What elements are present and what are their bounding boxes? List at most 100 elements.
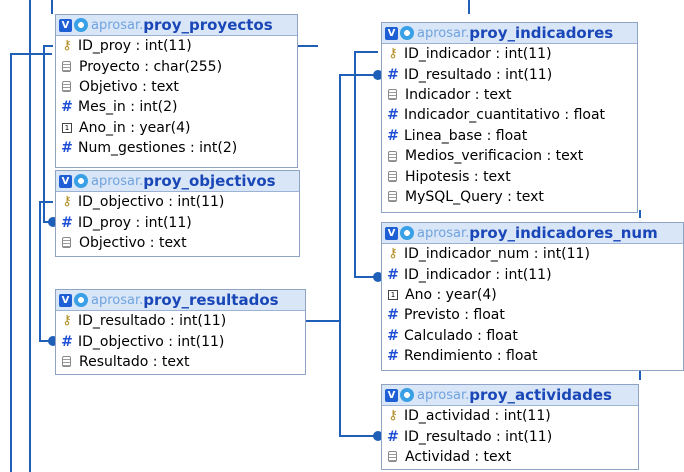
field-label: Calculado : float (404, 327, 518, 344)
table-header[interactable]: V aprosar.proy_resultados (56, 290, 305, 311)
field-label: Indicador_cuantitativo : float (404, 107, 606, 124)
field-label: ID_actividad : int(11) (404, 408, 551, 425)
relation-line (43, 45, 53, 223)
field-row[interactable]: Actividad : text (382, 447, 638, 467)
field-row[interactable]: Indicador : text (382, 85, 637, 105)
table-proy-indicadores-num[interactable]: V aprosar.proy_indicadores_num ⚷ID_indic… (381, 222, 684, 371)
table-name: proy_indicadores (469, 24, 614, 42)
field-label: Objectivo : text (79, 234, 187, 251)
key-icon: ⚷ (388, 408, 398, 424)
field-label: ID_indicador : int(11) (404, 266, 552, 283)
relation-line (306, 74, 378, 322)
field-row[interactable]: ⚷ID_indicador : int(11) (382, 44, 637, 64)
relation-line (39, 201, 53, 342)
field-row[interactable]: #Mes_in : int(2) (56, 97, 297, 117)
view-badge-icon: V (59, 293, 72, 307)
field-row[interactable]: MySQL_Query : text (382, 187, 637, 207)
relation-line (339, 321, 378, 437)
numeric-field-icon: # (387, 327, 399, 344)
numeric-field-icon: # (387, 107, 399, 124)
table-header[interactable]: V aprosar.proy_indicadores (382, 23, 637, 44)
field-row[interactable]: # Calculado : float (382, 326, 683, 346)
field-label: ID_objectivo : int(11) (78, 194, 225, 211)
view-badge-icon: V (59, 174, 72, 188)
database-prefix: aprosar. (417, 225, 470, 241)
table-header[interactable]: V aprosar.proy_actividades (382, 385, 638, 406)
field-row[interactable]: # Indicador_cuantitativo : float (382, 105, 637, 125)
field-list: ⚷ID_objectivo : int(11)#ID_proy : int(11… (56, 192, 299, 253)
numeric-field-icon: # (387, 266, 399, 283)
key-icon: ⚷ (388, 46, 398, 62)
table-name: proy_actividades (469, 386, 612, 404)
database-prefix: aprosar. (91, 292, 144, 308)
field-label: Hipotesis : text (405, 168, 511, 185)
table-header[interactable]: V aprosar.proy_objectivos (56, 171, 299, 192)
field-row[interactable]: Medios_verificacion : text (382, 146, 637, 166)
field-row[interactable]: #Previsto : float (382, 305, 683, 325)
field-label: Medios_verificacion : text (405, 148, 584, 165)
table-proy-indicadores[interactable]: V aprosar.proy_indicadores ⚷ID_indicador… (381, 22, 638, 213)
field-label: Resultado : text (79, 353, 190, 370)
field-row[interactable]: # ID_indicador : int(11) (382, 264, 683, 284)
gear-icon[interactable] (74, 18, 88, 32)
relation-line (354, 51, 378, 278)
field-row[interactable]: #ID_resultado : int(11) (382, 426, 638, 446)
field-label: Ano : year(4) (405, 286, 497, 303)
field-row[interactable]: ⚷ ID_actividad : int(11) (382, 406, 638, 426)
table-header[interactable]: V aprosar.proy_indicadores_num (382, 223, 683, 244)
text-field-icon (388, 89, 397, 101)
text-field-icon (62, 237, 71, 249)
field-row[interactable]: ⚷ID_proy : int(11) (56, 36, 297, 56)
table-proy-resultados[interactable]: V aprosar.proy_resultados ⚷ID_resultado … (55, 289, 306, 375)
field-row[interactable]: # Rendimiento : float (382, 346, 683, 366)
database-prefix: aprosar. (417, 387, 470, 403)
field-row[interactable]: Proyecto : char(255) (56, 56, 297, 76)
field-row[interactable]: #Num_gestiones : int(2) (56, 138, 297, 158)
text-field-icon (388, 150, 397, 162)
text-field-icon (62, 356, 71, 368)
field-row[interactable]: ⚷ID_resultado : int(11) (56, 311, 305, 331)
field-label: Actividad : text (405, 448, 512, 465)
text-field-icon (388, 451, 397, 463)
field-row[interactable]: #ID_proy : int(11) (56, 212, 299, 232)
field-label: Objetivo : text (79, 78, 179, 95)
numeric-field-icon: # (61, 214, 73, 231)
field-row[interactable]: #ID_resultado : int(11) (382, 64, 637, 84)
table-header[interactable]: V aprosar.proy_proyectos (56, 15, 297, 36)
relation-endpoint (373, 272, 383, 282)
gear-icon[interactable] (74, 293, 88, 307)
field-row[interactable]: # Linea_base : float (382, 126, 637, 146)
text-field-icon (388, 191, 397, 203)
field-row[interactable]: Objetivo : text (56, 77, 297, 97)
field-list: ⚷ ID_actividad : int(11)#ID_resultado : i… (382, 406, 638, 467)
gear-icon[interactable] (400, 388, 414, 402)
numeric-field-icon: # (387, 127, 399, 144)
gear-icon[interactable] (74, 174, 88, 188)
text-field-icon (388, 171, 397, 183)
table-proy-actividades[interactable]: V aprosar.proy_actividades ⚷ ID_actividad… (381, 384, 639, 470)
gear-icon[interactable] (400, 26, 414, 40)
relation-line (10, 53, 52, 472)
field-label: Rendimiento : float (404, 348, 538, 365)
field-label: ID_resultado : int(11) (404, 428, 553, 445)
table-proy-objectivos[interactable]: V aprosar.proy_objectivos ⚷ID_objectivo … (55, 170, 300, 257)
numeric-field-icon: # (61, 99, 73, 116)
field-row[interactable]: Objectivo : text (56, 233, 299, 253)
key-icon: ⚷ (62, 38, 72, 54)
field-row[interactable]: #ID_objectivo : int(11) (56, 331, 305, 351)
field-label: Linea_base : float (404, 127, 528, 144)
table-proy-proyectos[interactable]: V aprosar.proy_proyectos ⚷ID_proy : int(… (55, 14, 298, 168)
field-list: ⚷ID_indicador : int(11)#ID_resultado : i… (382, 44, 637, 207)
field-row[interactable]: Resultado : text (56, 352, 305, 372)
field-row[interactable]: Hipotesis : text (382, 166, 637, 186)
field-row[interactable]: ⚷ID_objectivo : int(11) (56, 192, 299, 212)
key-icon: ⚷ (62, 313, 72, 329)
field-row[interactable]: ⚷ID_indicador_num : int(11) (382, 244, 683, 264)
table-name: proy_objectivos (143, 172, 276, 190)
numeric-field-icon: # (61, 333, 73, 350)
numeric-field-icon: # (387, 348, 399, 365)
database-prefix: aprosar. (91, 173, 144, 189)
gear-icon[interactable] (400, 226, 414, 240)
